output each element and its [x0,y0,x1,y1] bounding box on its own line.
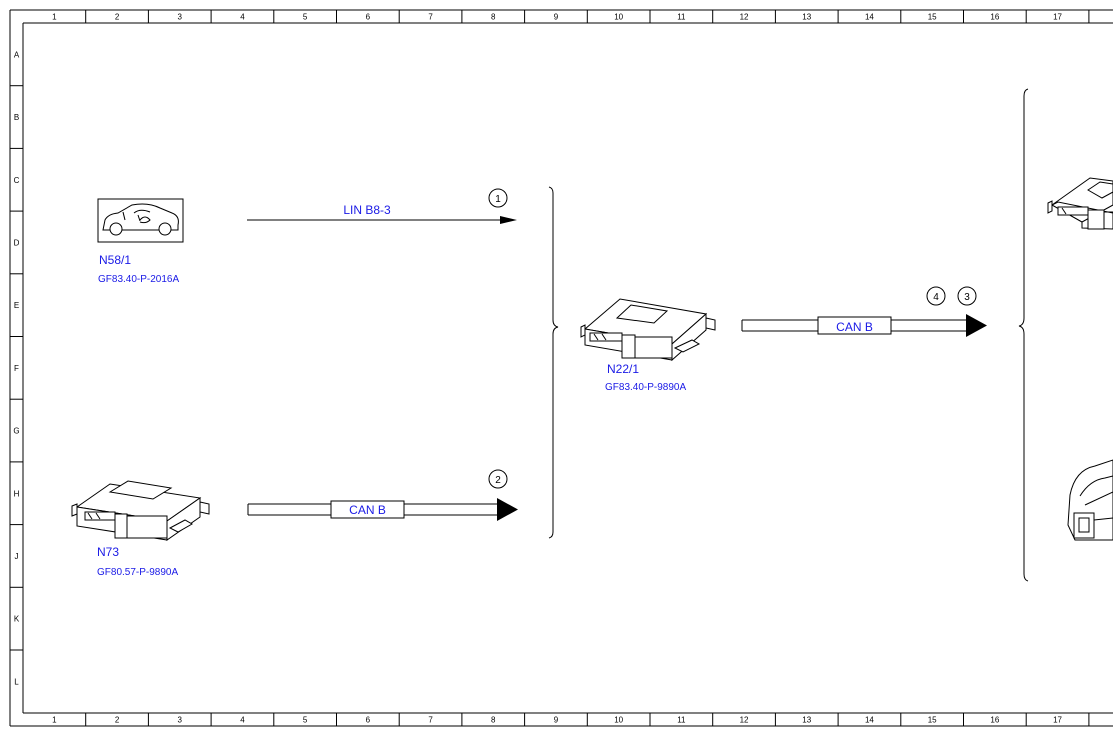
lin-arrowhead [500,216,517,224]
can-b-in-connection: CAN B 2 [247,469,518,521]
can-b-in-label-box [330,500,405,519]
column-label: 11 [677,716,686,725]
column-label: 16 [990,13,999,22]
row-label: A [14,50,20,59]
n58-1-ref: GF83.40-P-2016A [98,274,179,285]
can-b-in-arrowhead [497,498,518,521]
column-label: 5 [303,716,308,725]
column-label: 5 [303,13,308,22]
column-label: 4 [240,716,245,725]
row-ticks [10,85,23,651]
n22-1-control-unit-icon [580,298,716,362]
column-label: 12 [740,13,749,22]
column-label: 8 [491,716,496,725]
n73-component: N73 GF80.57-P-9890A [71,480,210,578]
column-label: 11 [677,13,686,22]
input-brace [548,186,559,539]
column-label: 8 [491,13,496,22]
column-label: 9 [554,716,559,725]
column-label: 7 [428,716,433,725]
n22-1-label: N22/1 [607,362,639,376]
n73-control-unit-icon [71,480,210,541]
marker-circle-4 [926,286,946,306]
column-label: 2 [115,716,120,725]
column-label: 3 [178,716,183,725]
can-b-out-connection: CAN B 4 3 [741,286,987,337]
n73-label: N73 [97,545,119,559]
column-label: 17 [1053,716,1062,725]
output-brace [1018,88,1029,582]
marker-label-4: 4 [933,292,939,303]
n22-1-ref: GF83.40-P-9890A [605,382,686,393]
column-label: 10 [614,716,623,725]
column-label: 12 [740,716,749,725]
n58-1-component: N58/1 GF83.40-P-2016A [97,198,184,285]
can-b-in-label: CAN B [349,503,386,517]
column-label: 1 [52,716,57,725]
column-label: 1 [52,13,57,22]
column-label: 15 [928,13,937,22]
car-climate-icon [102,203,179,236]
marker-circle-3 [957,286,977,306]
column-label: 15 [928,716,937,725]
marker-label-3: 3 [964,292,970,303]
lin-label: LIN B8-3 [343,203,391,217]
column-label: 9 [554,13,559,22]
n22-1-component: N22/1 GF83.40-P-9890A [580,298,716,393]
row-label: F [14,364,19,373]
marker-label-2: 2 [495,475,501,486]
column-label: 13 [802,716,811,725]
row-label: E [14,301,19,310]
can-b-out-label-box [817,316,892,335]
n58-1-label: N58/1 [99,253,131,267]
can-b-out-arrowhead [966,314,987,337]
column-label: 16 [990,716,999,725]
column-label: 2 [115,13,120,22]
right-device-partial [1067,459,1113,541]
marker-circle-1 [488,188,508,208]
row-label: C [14,176,20,185]
row-label: J [15,552,19,561]
column-ticks [85,10,1090,726]
row-label: G [13,427,19,436]
column-label: 3 [178,13,183,22]
column-label: 4 [240,13,245,22]
column-label: 17 [1053,13,1062,22]
row-labels: A B C D E F G H J K L [13,50,19,686]
row-label: L [14,677,19,686]
marker-label-1: 1 [495,194,501,205]
right-control-unit-partial [1047,177,1113,230]
row-label: K [14,615,20,624]
row-label: D [14,238,20,247]
column-label: 14 [865,716,874,725]
column-label: 6 [366,716,371,725]
column-label: 14 [865,13,874,22]
n58-1-icon-frame [97,198,184,243]
row-label: B [14,113,19,122]
drawing-frame [9,9,1113,727]
marker-circle-2 [488,469,508,489]
column-label: 10 [614,13,623,22]
n73-ref: GF80.57-P-9890A [97,567,178,578]
row-label: H [14,489,20,498]
column-label: 6 [366,13,371,22]
column-label: 7 [428,13,433,22]
can-b-out-label: CAN B [836,320,873,334]
column-label: 13 [802,13,811,22]
lin-b8-3-connection: LIN B8-3 1 [247,188,517,224]
